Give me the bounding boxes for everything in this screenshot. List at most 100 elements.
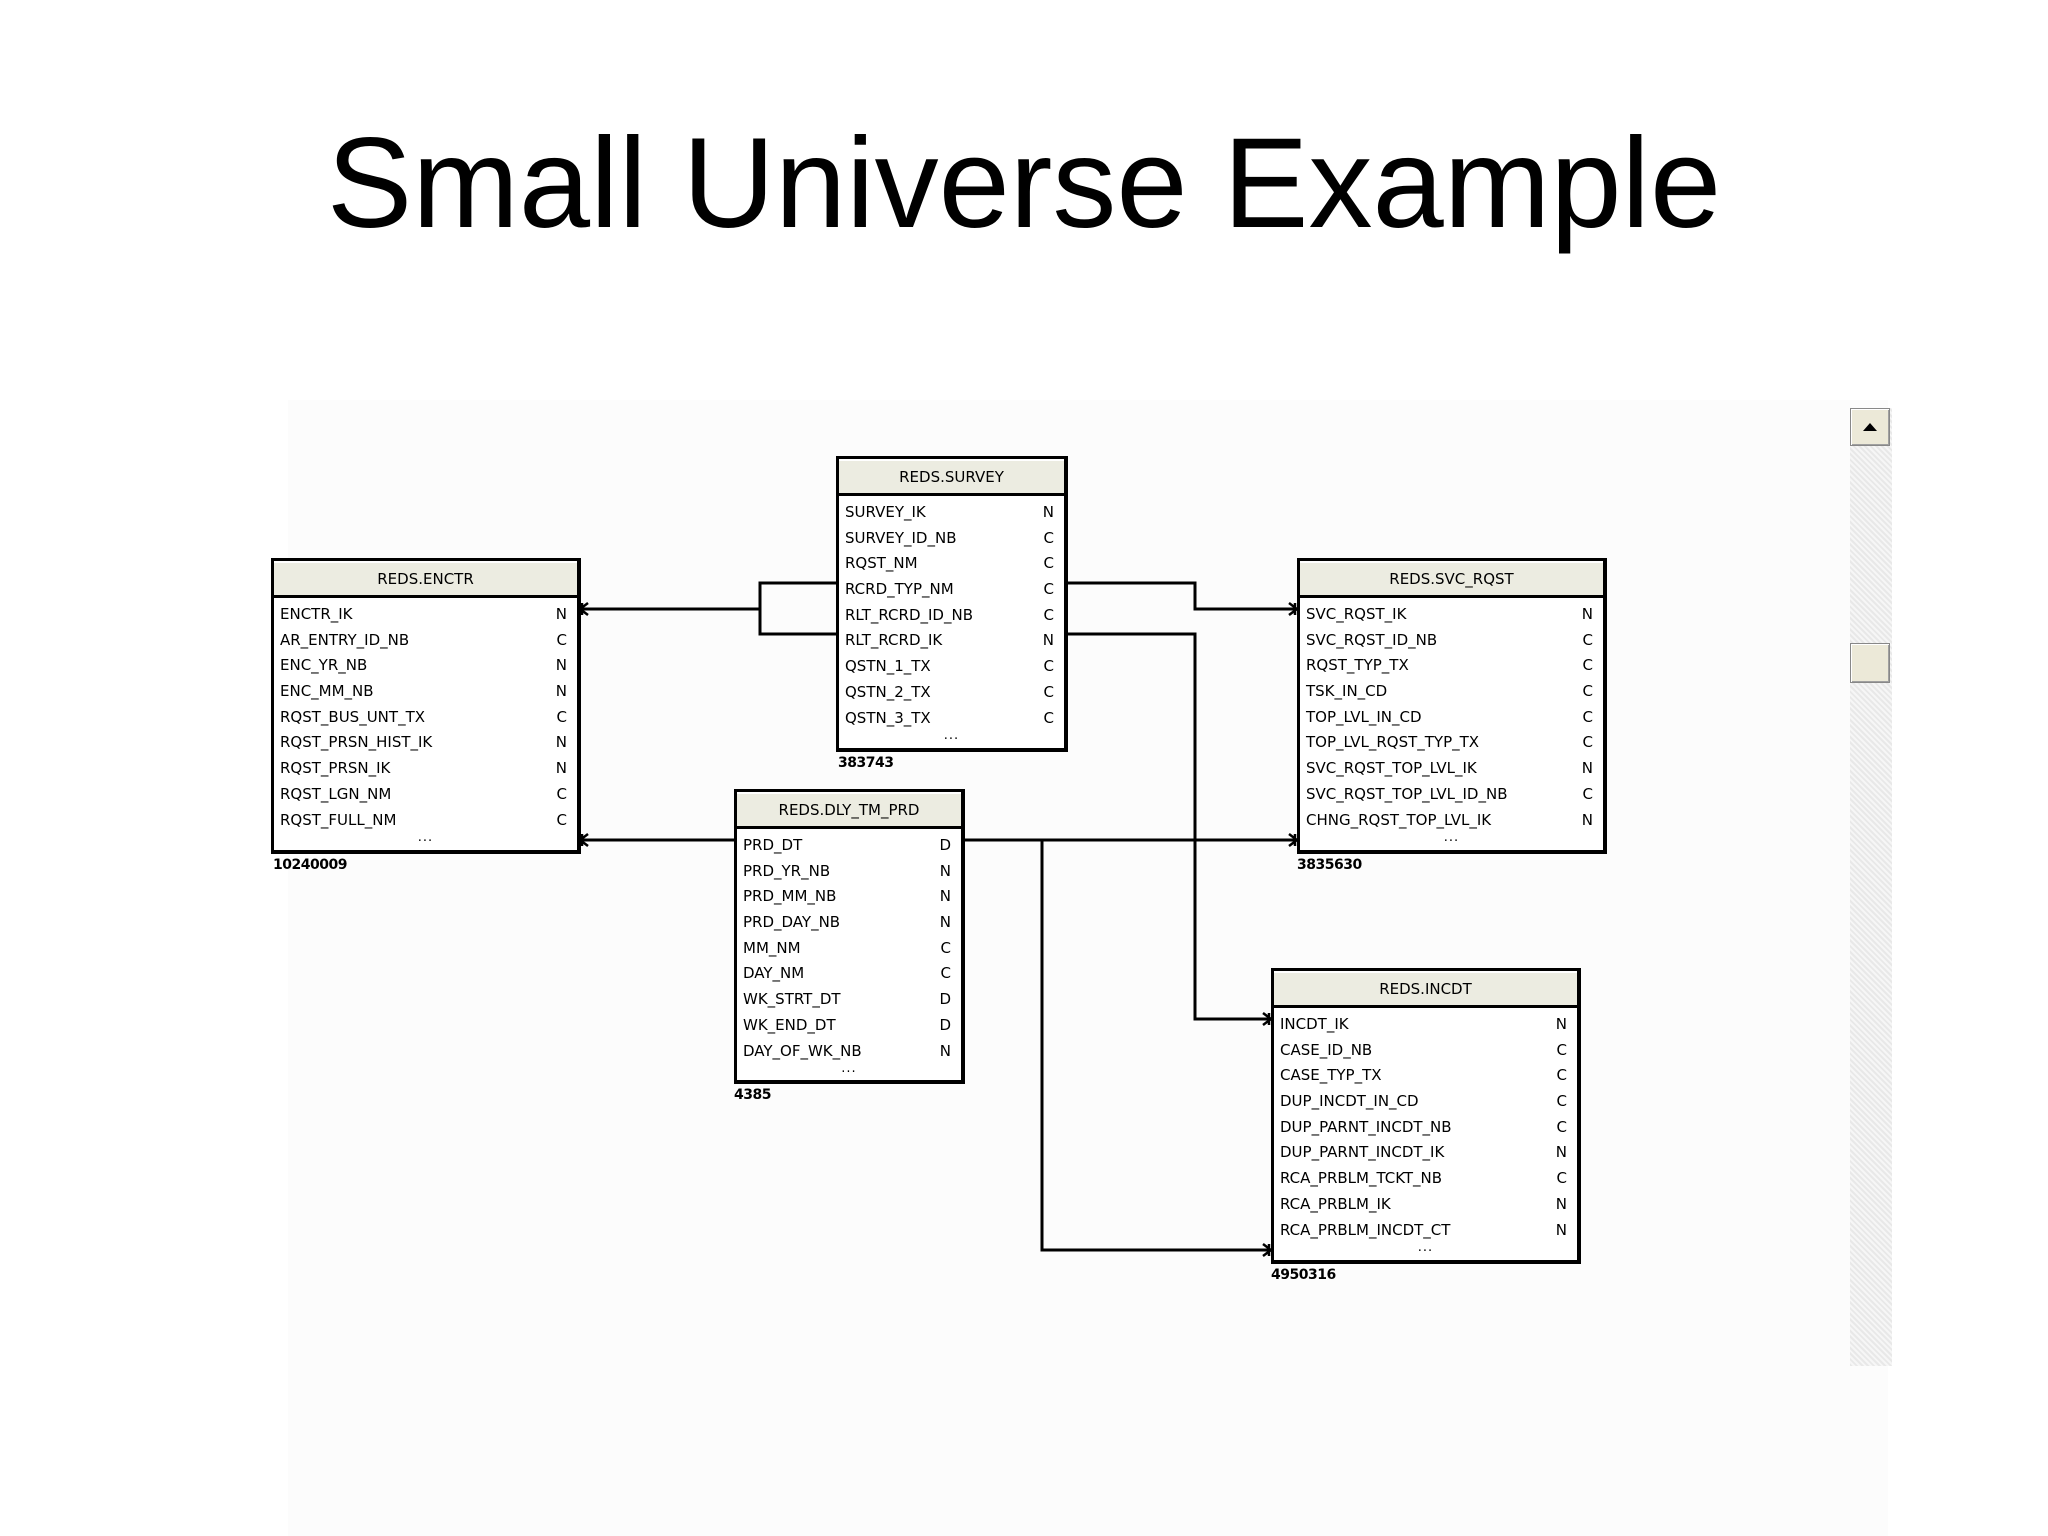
field-name: SVC_RQST_IK (1306, 605, 1407, 623)
vertical-scrollbar[interactable] (1850, 408, 1892, 1366)
field-name: ENC_YR_NB (280, 656, 368, 675)
entity-header[interactable]: REDS.SURVEY (839, 459, 1064, 496)
field-name: RQST_NM (845, 554, 918, 573)
field-type: C (556, 707, 567, 726)
field-name: QSTN_3_TX (845, 708, 931, 727)
field-name: SURVEY_IK (845, 503, 926, 521)
field-row[interactable]: DUP_PARNT_INCDT_NB C (1274, 1115, 1577, 1141)
field-name: RCA_PRBLM_INCDT_CT (1280, 1220, 1451, 1239)
entity-header[interactable]: REDS.INCDT (1274, 971, 1577, 1008)
field-type: C (1043, 554, 1054, 573)
field-row[interactable]: RQST_NM C (839, 551, 1064, 577)
field-type: C (556, 810, 567, 829)
field-type: C (1582, 707, 1593, 726)
field-name: PRD_YR_NB (743, 861, 831, 880)
row-count-label: 10240009 (273, 857, 347, 873)
field-type: N (939, 913, 951, 932)
field-row[interactable]: SVC_RQST_TOP_LVL_ID_NB C (1300, 782, 1603, 808)
more-fields-indicator: ... (1417, 1240, 1434, 1256)
field-row[interactable]: CASE_TYP_TX C (1274, 1063, 1577, 1089)
field-name: CASE_TYP_TX (1280, 1066, 1382, 1085)
field-row[interactable]: RQST_FULL_NM C (274, 808, 577, 834)
field-row[interactable]: QSTN_2_TX C (839, 680, 1064, 706)
field-name: SURVEY_ID_NB (845, 528, 957, 547)
relationship-line (580, 581, 842, 609)
field-name: WK_END_DT (743, 1015, 836, 1034)
row-count-label: 4950316 (1271, 1267, 1336, 1283)
scroll-thumb[interactable] (1850, 643, 1890, 683)
field-name: SVC_RQST_ID_NB (1306, 630, 1438, 649)
field-type: C (1582, 656, 1593, 675)
field-name: QSTN_2_TX (845, 682, 931, 701)
more-fields-indicator: ... (417, 830, 434, 846)
more-fields-indicator: ... (841, 1061, 857, 1077)
field-type: C (1556, 1117, 1567, 1136)
field-type: C (1556, 1066, 1567, 1085)
field-type: C (1043, 580, 1054, 599)
field-type: C (1582, 784, 1593, 803)
field-name: DUP_PARNT_INCDT_NB (1280, 1117, 1452, 1136)
field-type: C (1043, 605, 1054, 624)
scroll-up-button[interactable] (1850, 408, 1890, 446)
field-name: SVC_RQST_TOP_LVL_ID_NB (1306, 784, 1508, 803)
field-type: C (1043, 682, 1054, 701)
field-type: C (556, 630, 567, 649)
field-name: RQST_FULL_NM (280, 810, 397, 829)
entity-header[interactable]: REDS.ENCTR (274, 561, 577, 598)
field-name: ENCTR_IK (280, 605, 353, 623)
relationship-line (758, 609, 842, 636)
row-count-label: 383743 (838, 755, 894, 771)
entity-header[interactable]: REDS.DLY_TM_PRD (737, 792, 961, 829)
field-type: C (1043, 657, 1054, 676)
entity-header[interactable]: REDS.SVC_RQST (1300, 561, 1603, 598)
field-type: C (1556, 1092, 1567, 1111)
relationship-line (1068, 581, 1297, 609)
